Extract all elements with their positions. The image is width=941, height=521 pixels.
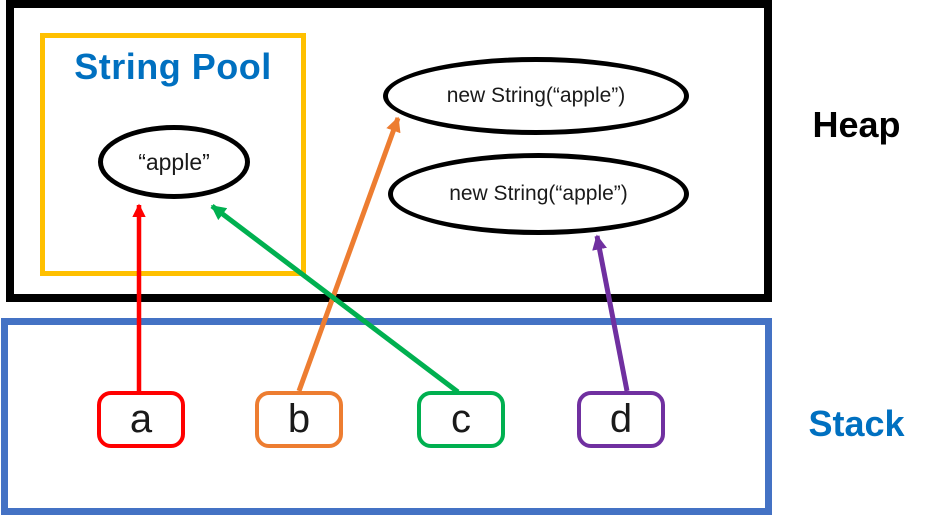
- variable-box-a: a: [97, 391, 185, 448]
- string-pool-title: String Pool: [74, 46, 272, 87]
- variable-d-label: d: [609, 397, 633, 441]
- heap-object-2-text: new String(“apple”): [449, 182, 628, 205]
- variable-b-label: b: [287, 397, 311, 441]
- heap-object-2-ellipse: new String(“apple”): [388, 153, 689, 235]
- heap-label: Heap: [812, 104, 901, 145]
- string-pool-literal-text: “apple”: [138, 148, 210, 175]
- variable-box-c: c: [417, 391, 505, 448]
- stack-label: Stack: [808, 403, 905, 444]
- heap-object-1-ellipse: new String(“apple”): [383, 57, 689, 135]
- variable-c-label: c: [451, 397, 471, 441]
- variable-a-label: a: [129, 397, 153, 441]
- string-pool-literal-ellipse: “apple”: [98, 125, 250, 199]
- heap-object-1-text: new String(“apple”): [446, 84, 626, 107]
- variable-box-b: b: [255, 391, 343, 448]
- variable-box-d: d: [577, 391, 665, 448]
